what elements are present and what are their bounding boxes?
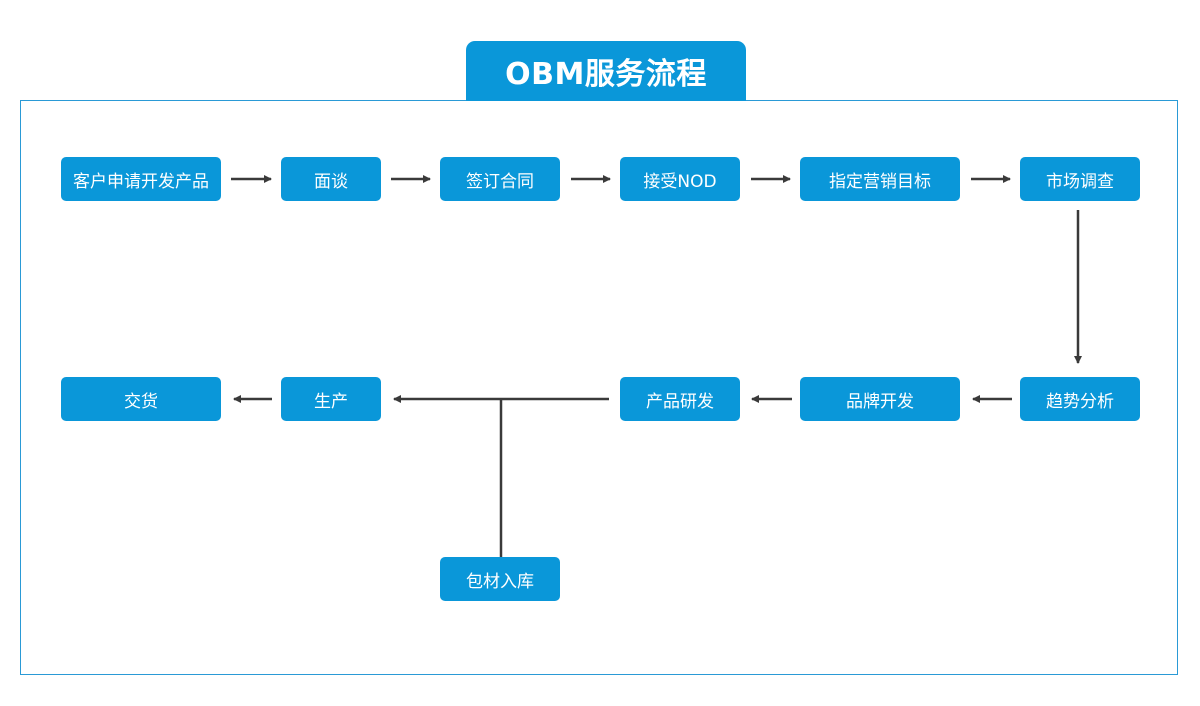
diagram-title: OBM服务流程 bbox=[466, 41, 746, 101]
node-packaging-storage: 包材入库 bbox=[440, 557, 560, 601]
node-market-research: 市场调查 bbox=[1020, 157, 1140, 201]
node-sign-contract: 签订合同 bbox=[440, 157, 560, 201]
node-marketing-target: 指定营销目标 bbox=[800, 157, 960, 201]
node-trend-analysis: 趋势分析 bbox=[1020, 377, 1140, 421]
node-interview: 面谈 bbox=[281, 157, 381, 201]
node-production: 生产 bbox=[281, 377, 381, 421]
node-delivery: 交货 bbox=[61, 377, 221, 421]
node-brand-development: 品牌开发 bbox=[800, 377, 960, 421]
node-accept-nod: 接受NOD bbox=[620, 157, 740, 201]
node-customer-apply: 客户申请开发产品 bbox=[61, 157, 221, 201]
node-product-rd: 产品研发 bbox=[620, 377, 740, 421]
